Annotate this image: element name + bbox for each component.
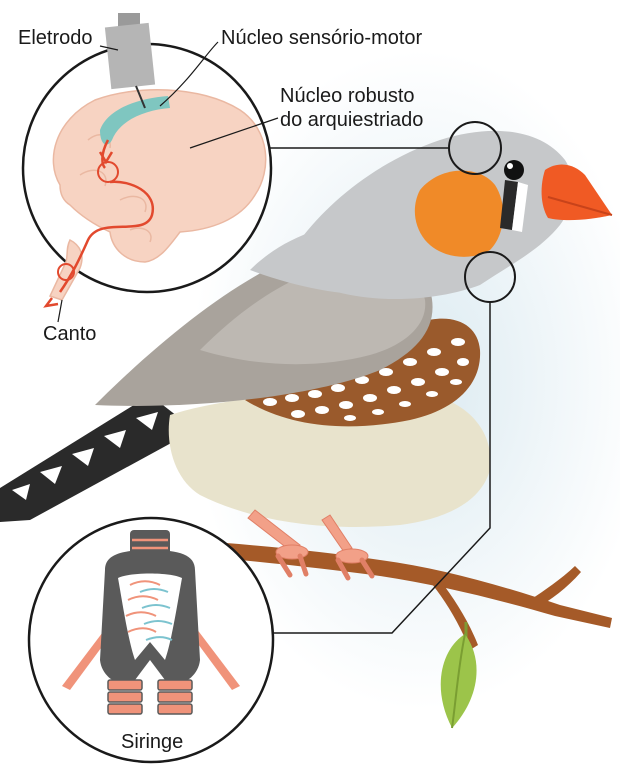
neural-pathway xyxy=(58,139,155,293)
brain-inset xyxy=(21,42,273,308)
electrode-label-line xyxy=(99,45,119,51)
flank-spots xyxy=(263,338,469,421)
syrinx-label: Siringe xyxy=(121,731,184,753)
nucleus-label-line xyxy=(159,41,219,107)
tear-stripe xyxy=(500,180,518,230)
robust-label-line xyxy=(189,117,279,149)
electrode-label: Eletrodo xyxy=(18,27,93,49)
song-label: Canto xyxy=(43,323,97,345)
robust-nucleus-label-line1: Núcleo robusto xyxy=(280,85,415,107)
bird-tail xyxy=(0,395,195,522)
tear-stripe-white xyxy=(512,182,528,232)
syrinx-leader-line xyxy=(272,302,491,634)
cheek-patch xyxy=(414,170,504,257)
syrinx-inset xyxy=(27,516,275,764)
sensorimotor-nucleus-shape xyxy=(100,96,170,145)
bird-legs xyxy=(247,509,375,581)
beak xyxy=(541,164,612,221)
leaf xyxy=(440,633,477,729)
robust-nucleus-label-line2: do arquiestriado xyxy=(280,109,424,131)
electrode xyxy=(104,13,156,109)
bird-belly xyxy=(168,391,491,527)
sensorimotor-nucleus-label: Núcleo sensório-motor xyxy=(221,27,423,49)
eye xyxy=(504,160,524,180)
bird-back xyxy=(250,222,434,295)
song-label-line xyxy=(57,299,63,323)
